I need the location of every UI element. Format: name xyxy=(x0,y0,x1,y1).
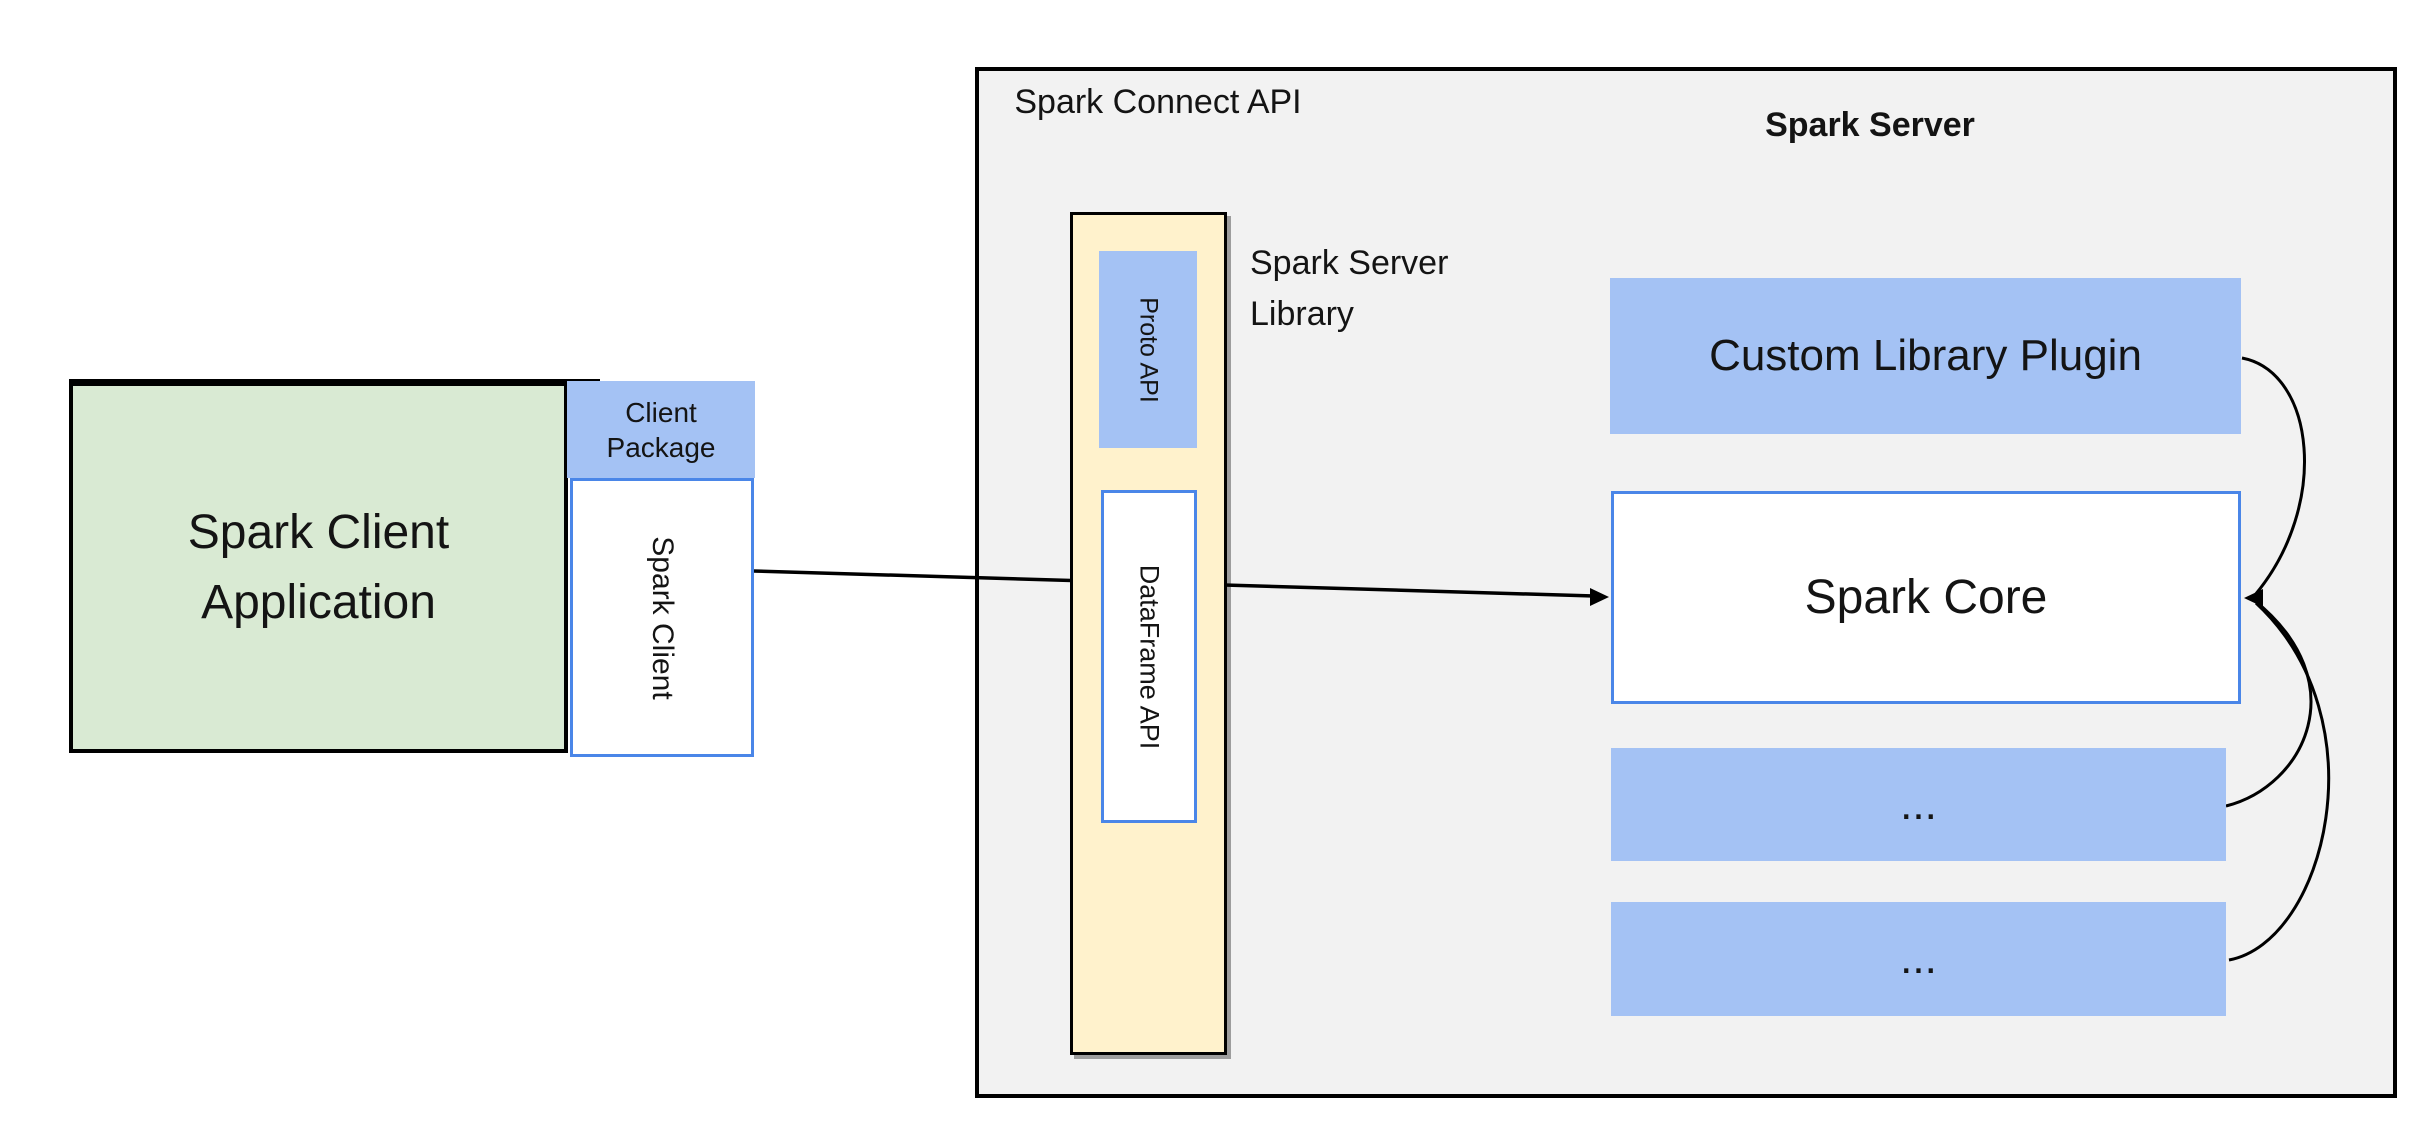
proto-api-box: Proto API xyxy=(1099,251,1197,448)
client-package-box: Client Package xyxy=(567,381,755,478)
spark-core-label: Spark Core xyxy=(1804,571,2048,624)
spark-server-title: Spark Server xyxy=(1765,106,1975,144)
spark-client-box: Spark Client xyxy=(570,478,754,757)
ellipsis-box-2: ... xyxy=(1611,902,2226,1016)
proto-api-label: Proto API xyxy=(1134,296,1163,403)
client-package-label: Client Package xyxy=(606,396,716,463)
ellipsis-box-1: ... xyxy=(1611,748,2226,861)
custom-library-plugin-box: Custom Library Plugin xyxy=(1610,278,2241,434)
custom-library-plugin-label: Custom Library Plugin xyxy=(1709,331,2142,380)
spark-client-label: Spark Client xyxy=(646,535,679,700)
green-box-border-overshoot xyxy=(69,379,600,384)
spark-client-application-box: Spark Client Application xyxy=(69,382,568,753)
spark-client-application-label: Spark Client Application xyxy=(187,505,450,629)
dataframe-api-label: DataFrame API xyxy=(1134,564,1165,749)
ellipsis-label-2: ... xyxy=(1900,934,1937,983)
spark-core-box: Spark Core xyxy=(1611,491,2241,704)
ellipsis-label-1: ... xyxy=(1900,779,1937,829)
spark-server-library-label: Spark Server Library xyxy=(1250,244,1449,333)
spark-connect-api-label: Spark Connect API xyxy=(1014,83,1302,121)
dataframe-api-box: DataFrame API xyxy=(1101,490,1197,823)
